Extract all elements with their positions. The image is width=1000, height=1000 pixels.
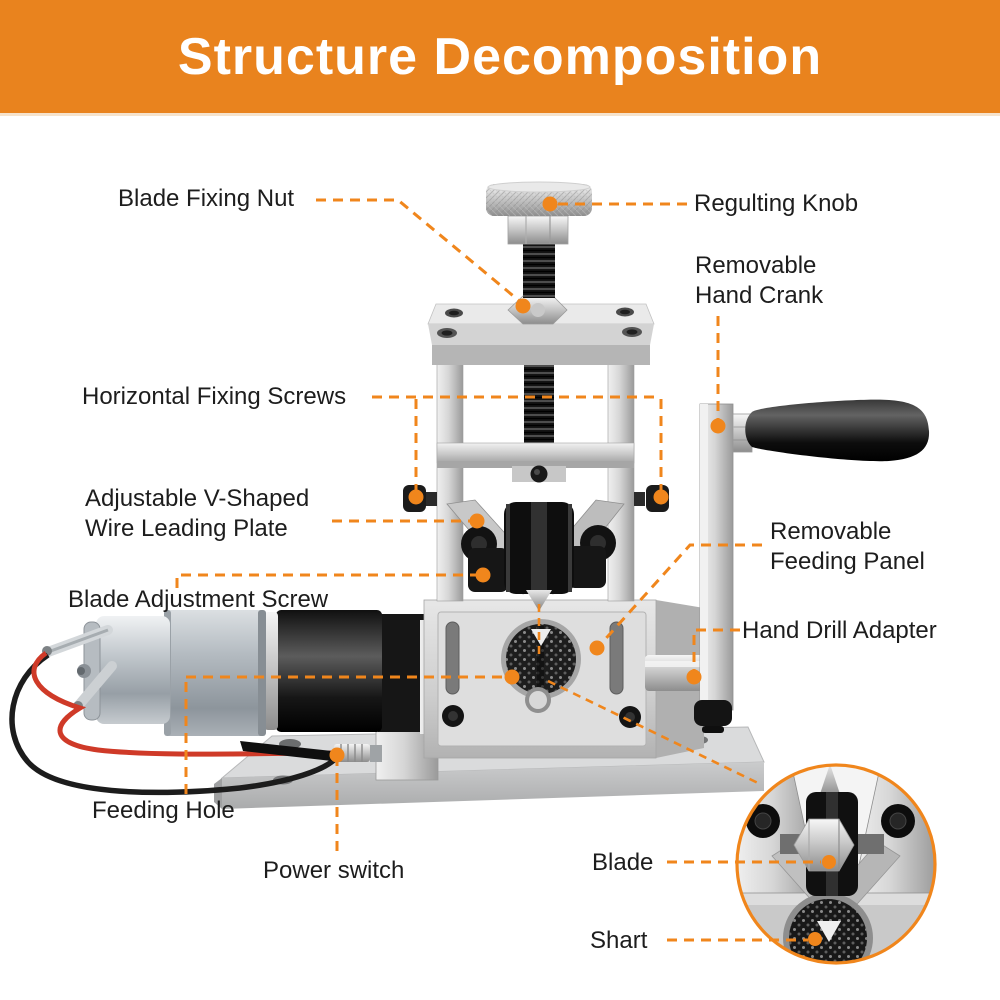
dot-feeding-hole [504,669,520,685]
crank-handle [745,399,930,462]
regulating-knob-assembly [486,181,592,325]
leader-horizontal-screws [372,395,663,491]
dot-v-plate [469,513,485,529]
label-power-switch: Power switch [263,857,405,884]
blade-magnifier-inset [735,763,937,965]
dot-feeding-panel [589,640,605,656]
power-wires [9,650,339,796]
dot-regulating-knob [542,196,558,212]
top-plate [427,303,655,365]
label-regulating-knob: Regulting Knob [694,190,859,217]
black-wire [9,652,339,796]
inset-blade [746,765,915,896]
power-switch [240,741,382,762]
dot-drill-adapter [686,669,702,685]
label-shaft: Shart [590,927,648,954]
threaded-rod [524,363,554,445]
label-adjustable-v-plate: Adjustable V-Shaped Wire Leading Plate [85,485,310,542]
dot-blade-fixing-nut [515,298,531,314]
gearhead-cylinder [276,610,382,732]
leader-drill-adapter [692,628,740,671]
inset-shaft-hole [783,893,873,963]
feeding-hole [501,619,581,699]
callout-leaders [175,196,836,946]
dot-hand-crank [710,418,726,434]
red-wire [31,650,336,757]
label-removable-hand-crank: Removable Hand Crank [695,252,824,309]
blade-tip [526,590,552,611]
label-blade: Blade [592,849,654,876]
label-horizontal-fixing-screws: Horizontal Fixing Screws [82,383,347,410]
label-feeding-hole: Feeding Hole [92,797,235,824]
dot-shaft [808,932,822,946]
leader-blade-fixing-nut [316,198,524,306]
machine-illustration [9,181,930,809]
leader-blade-adjustment [175,573,478,588]
crank-thumb-screw [694,700,732,733]
dot-power-switch [329,747,345,763]
leader-feeding-panel [598,543,762,647]
page-title: Structure Decomposition [177,27,823,86]
motor-can [96,616,170,724]
hand-crank [694,399,930,733]
motor-assembly [42,610,444,736]
magnifier-ring [735,763,937,965]
frame [436,362,635,602]
leader-feeding-hole [184,675,505,794]
title-banner: Structure Decomposition [0,0,1000,116]
wire-connector [74,661,117,710]
v-plate-assembly [446,499,625,611]
label-blade-adjustment-screw: Blade Adjustment Screw [68,586,329,613]
label-blade-fixing-nut: Blade Fixing Nut [118,185,295,212]
dot-blade-adjustment [475,567,491,583]
dot-left-screw [408,489,424,505]
blade-roller [504,502,574,611]
machine-body [423,599,704,759]
gearbox-cylinder [164,610,266,736]
leader-hole-to-inset [547,679,761,786]
label-removable-feeding-panel: Removable Feeding Panel [770,518,925,575]
label-hand-drill-adapter: Hand Drill Adapter [742,617,937,644]
dot-right-screw [653,489,669,505]
dot-blade [822,855,836,869]
